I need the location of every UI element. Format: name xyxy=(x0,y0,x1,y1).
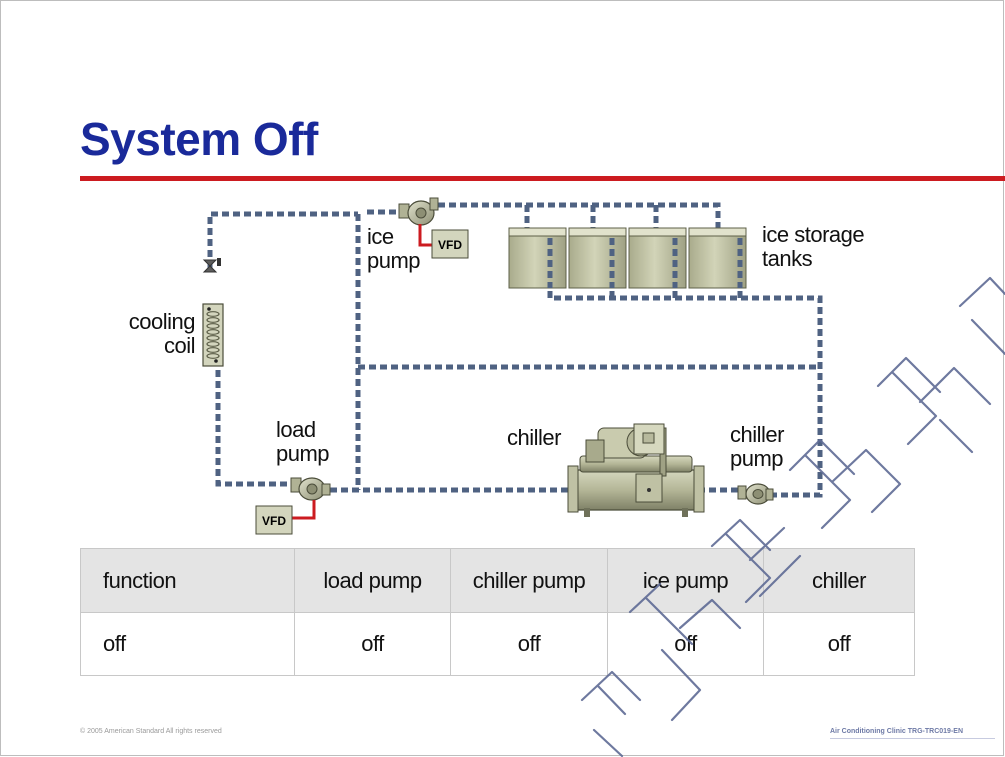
control-valve-icon xyxy=(202,258,221,273)
ice-tank xyxy=(688,227,747,289)
ice-storage-tanks-label: ice storage tanks xyxy=(762,222,865,271)
vfd-label: VFD xyxy=(438,238,462,252)
slide-title: System Off xyxy=(80,113,318,165)
chiller-pump-icon xyxy=(737,483,774,505)
table-cell: off xyxy=(763,612,915,676)
table-cell: off xyxy=(80,612,295,676)
footer-underline xyxy=(830,738,995,739)
course-code-footer: Air Conditioning Clinic TRG-TRC019-EN xyxy=(830,728,963,735)
copyright-footer: © 2005 American Standard All rights rese… xyxy=(80,728,222,735)
function-table: function load pump chiller pump ice pump… xyxy=(80,548,915,676)
vfd-label: VFD xyxy=(262,514,286,528)
title-divider xyxy=(80,176,1005,181)
table-cell: off xyxy=(450,612,608,676)
table-header-cell: ice pump xyxy=(607,548,764,613)
ice-storage-tanks xyxy=(508,227,747,289)
load-pump-vfd: VFD xyxy=(255,500,316,535)
chiller-label: chiller xyxy=(507,425,561,450)
table-header-row: function load pump chiller pump ice pump… xyxy=(80,548,915,613)
ice-tank xyxy=(628,227,687,289)
chiller-pump-label: chiller pump xyxy=(730,422,784,471)
table-cell: off xyxy=(294,612,451,676)
table-header-cell: chiller xyxy=(763,548,915,613)
ice-pump-vfd: VFD xyxy=(418,224,469,259)
load-pump-label: load pump xyxy=(276,417,330,466)
ice-pump-icon xyxy=(398,197,439,226)
table-header-cell: load pump xyxy=(294,548,451,613)
table-row: off off off off off xyxy=(80,612,915,676)
ice-tank xyxy=(568,227,627,289)
cooling-coil-icon xyxy=(202,303,224,367)
ice-pump-label: ice pump xyxy=(367,224,421,273)
table-header-cell: chiller pump xyxy=(450,548,608,613)
table-cell: off xyxy=(607,612,764,676)
ice-tank xyxy=(508,227,567,289)
cooling-coil-label: cooling coil xyxy=(128,309,196,358)
chiller-icon xyxy=(567,423,705,517)
load-pump-icon xyxy=(290,477,331,501)
table-header-cell: function xyxy=(80,548,295,613)
